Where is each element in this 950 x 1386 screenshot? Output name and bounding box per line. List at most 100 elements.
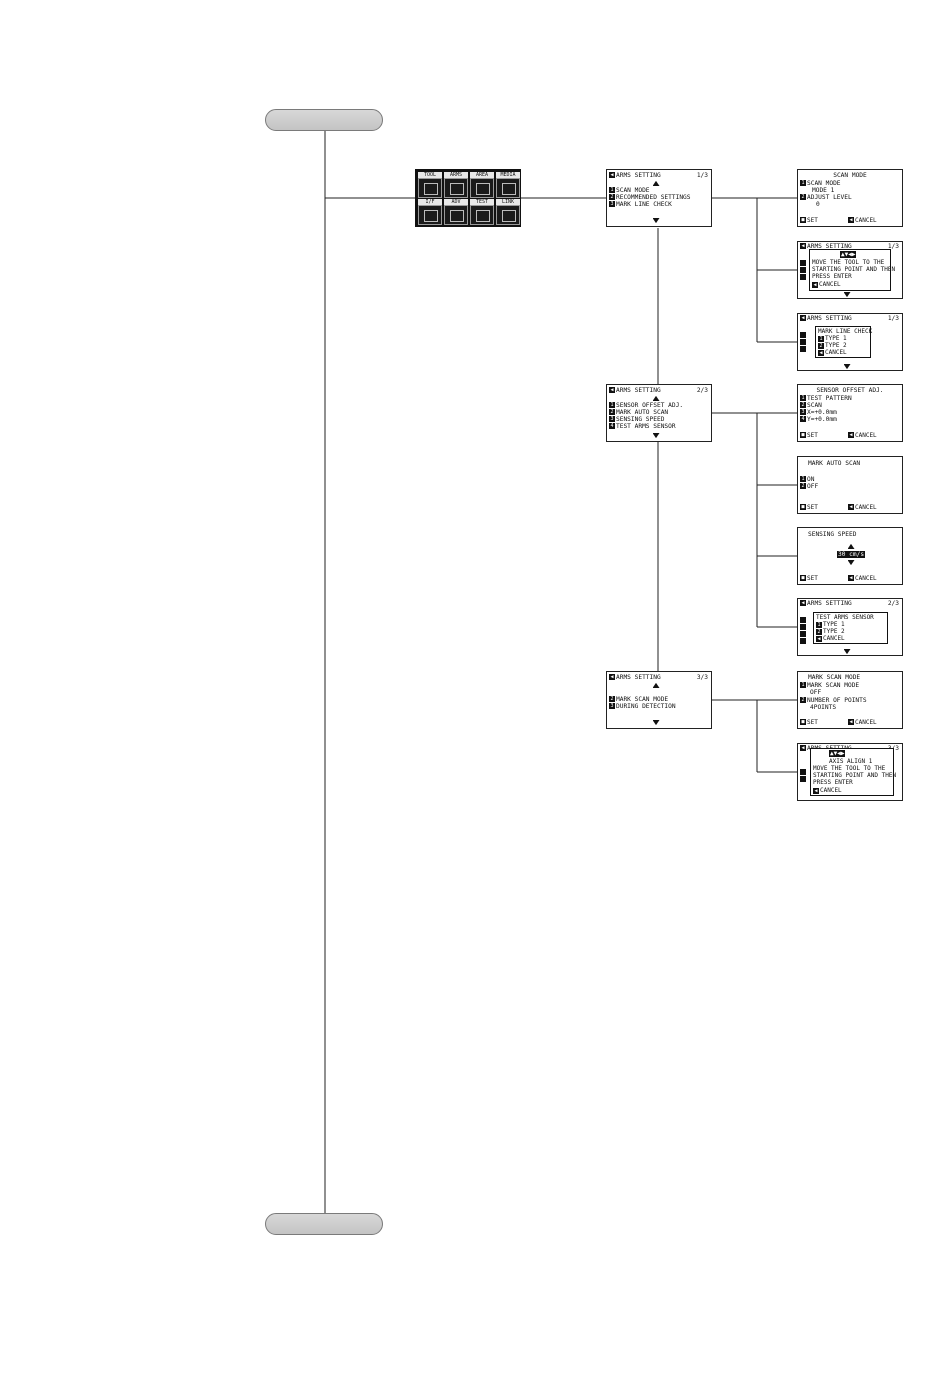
scroll-down-icon	[652, 720, 660, 727]
option-label: CANCEL	[825, 349, 847, 356]
scroll-down-icon	[652, 433, 660, 440]
back-icon: ◀	[800, 315, 806, 321]
key-1-icon: 1	[609, 187, 615, 193]
enter-key-icon: ■	[800, 432, 806, 439]
screen-title: ARMS SETTING	[807, 243, 852, 250]
cancel-key-icon: ◀	[818, 349, 824, 356]
set-label: SET	[807, 718, 818, 726]
back-icon: ◀	[800, 600, 806, 606]
page-indicator: 1/3	[887, 315, 899, 322]
option-label: OFF	[807, 483, 819, 490]
main-tab-adv: ADV	[444, 199, 468, 205]
screen-title: SCAN MODE	[833, 172, 867, 179]
link-icon	[496, 205, 520, 225]
menu-item: MARK SCAN MODE	[616, 696, 669, 703]
option-label: CANCEL	[823, 635, 845, 642]
setting-value: MODE 1	[812, 187, 835, 194]
setting-value: OFF	[810, 689, 822, 696]
set-label: SET	[807, 216, 818, 224]
page-indicator: 2/3	[887, 600, 899, 607]
direction-keys-icon: ▲▼◀▶	[840, 251, 857, 258]
cancel-key-icon: ◀	[813, 787, 819, 794]
menu-item: TEST ARMS SENSOR	[616, 423, 676, 430]
screen-title: SENSING SPEED	[808, 531, 857, 538]
screen-title: ARMS SETTING	[616, 387, 661, 394]
back-icon: ◀	[800, 243, 806, 249]
key-2-icon: 2	[800, 194, 806, 200]
popup-text: STARTING POINT AND THEN	[813, 772, 897, 779]
end-terminal	[265, 1213, 383, 1235]
main-tab-test: TEST	[470, 199, 494, 205]
back-icon: ◀	[609, 172, 615, 178]
start-terminal	[265, 109, 383, 131]
cancel-key-icon: ◀	[848, 719, 854, 726]
key-3-icon: 3	[609, 201, 615, 207]
cancel-label: CANCEL	[855, 503, 877, 511]
cancel-label: CANCEL	[855, 718, 877, 726]
key-1-icon: 1	[818, 335, 824, 342]
page-indicator: 1/3	[887, 243, 899, 250]
main-tab-if: I/F	[418, 199, 442, 205]
area-icon	[470, 178, 494, 198]
key-4-icon: 4	[800, 416, 806, 422]
back-icon: ◀	[609, 387, 615, 393]
page-indicator: 1/3	[696, 172, 708, 179]
screen-title: MARK AUTO SCAN	[808, 460, 861, 467]
setting-value: 0	[816, 201, 820, 208]
menu-item: MARK AUTO SCAN	[616, 409, 669, 416]
cancel-label: CANCEL	[855, 431, 877, 439]
key-2-icon: 2	[609, 696, 615, 702]
key-1-icon: 1	[800, 395, 806, 401]
main-tab-media: MEDIA	[496, 172, 520, 178]
option-label: TYPE 1	[823, 621, 845, 628]
cancel-label: CANCEL	[820, 787, 842, 794]
option-label: ON	[807, 476, 815, 483]
cancel-label: CANCEL	[819, 281, 841, 288]
setting-value: X=+0.0mm	[807, 409, 837, 416]
key-1-icon: 1	[800, 682, 806, 688]
main-tab-area: AREA	[470, 172, 494, 178]
screen-title: MARK SCAN MODE	[808, 674, 861, 681]
key-2-icon: 2	[800, 483, 806, 489]
set-label: SET	[807, 503, 818, 511]
sensing-speed-screen: SENSING SPEED 30 cm/s ■SET ◀CANCEL	[797, 527, 903, 585]
axis-align-popup: ▲▼◀▶ AXIS ALIGN 1 MOVE THE TOOL TO THE S…	[810, 748, 897, 796]
option-label: TYPE 2	[823, 628, 845, 635]
menu-item: MARK LINE CHECK	[616, 201, 672, 208]
scroll-down-icon	[843, 364, 851, 370]
tool-icon	[418, 178, 442, 198]
menu-item: SCAN MODE	[616, 187, 650, 194]
cancel-key-icon: ◀	[848, 504, 854, 511]
enter-key-icon: ■	[800, 504, 806, 511]
cancel-label: CANCEL	[855, 216, 877, 224]
scroll-up-icon	[652, 682, 660, 689]
cancel-key-icon: ◀	[812, 281, 818, 288]
advanced-icon	[444, 205, 468, 225]
back-icon: ◀	[800, 745, 806, 751]
main-tab-link: LINK	[496, 199, 520, 205]
speed-value: 30 cm/s	[837, 551, 866, 558]
test-arms-sensor-screen: ◀ARMS SETTING 2/3 1 2 3 4 TEST ARMS SENS…	[797, 598, 903, 656]
scroll-down-icon	[652, 218, 660, 225]
main-tab-arms: ARMS	[444, 172, 468, 178]
arms-icon	[444, 178, 468, 198]
popup-title: TEST ARMS SENSOR	[816, 614, 874, 621]
cancel-key-icon: ◀	[848, 432, 854, 439]
menu-item: SENSING SPEED	[616, 416, 665, 423]
enter-key-icon: ■	[800, 575, 806, 582]
enter-key-icon: ■	[800, 217, 806, 224]
main-tab-tool: TOOL	[418, 172, 442, 178]
test-icon	[470, 205, 494, 225]
setting-label: SCAN	[807, 402, 822, 409]
screen-title: ARMS SETTING	[616, 674, 661, 681]
key-2-icon: 2	[609, 194, 615, 200]
scroll-down-icon	[843, 292, 851, 298]
cancel-key-icon: ◀	[816, 635, 822, 642]
popup-title: MARK LINE CHECK	[818, 328, 873, 335]
key-4-icon: 4	[609, 423, 615, 429]
